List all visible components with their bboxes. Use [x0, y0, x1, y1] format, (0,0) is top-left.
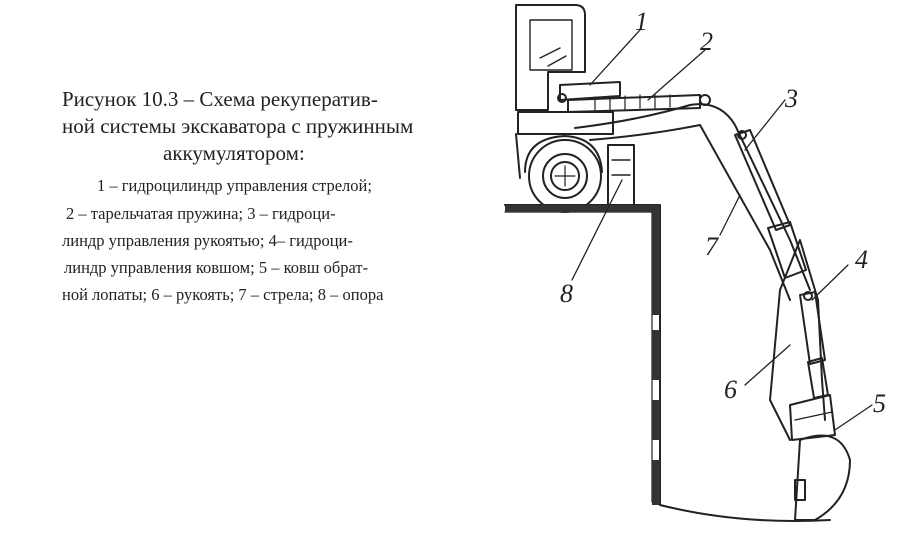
label-8: 8 [560, 279, 573, 308]
label-4: 4 [855, 245, 868, 274]
ground-platform-icon [504, 204, 831, 522]
label-leaders [571, 29, 873, 431]
support-icon [607, 144, 635, 206]
label-1: 1 [635, 7, 648, 36]
caption-legend-line-3: линдр управления рукоятью; 4– гидроци- [62, 231, 353, 250]
wheel-icon [524, 135, 603, 213]
caption-legend-line-4: линдр управления ковшом; 5 – ковш обрат- [64, 258, 369, 277]
label-6: 6 [724, 375, 737, 404]
boom-icon [574, 103, 811, 301]
label-2: 2 [700, 27, 713, 56]
caption-title-line-3: аккумулятором: [163, 141, 305, 165]
caption-title-line-1: Рисунок 10.3 – Схема рекуператив- [62, 87, 378, 111]
bucket-icon [794, 434, 851, 521]
arm-cylinder-icon [734, 129, 807, 279]
caption-legend-line-1: 1 – гидроцилиндр управления стрелой; [97, 176, 372, 195]
label-5: 5 [873, 389, 886, 418]
arm-icon [769, 239, 826, 441]
caption-legend-line-2: 2 – тарельчатая пружина; 3 – гидроци- [66, 204, 336, 223]
label-3: 3 [784, 84, 798, 113]
label-7: 7 [705, 232, 719, 261]
boom-cylinder-icon [557, 81, 711, 113]
caption-title-line-2: ной системы экскаватора с пружинным [62, 114, 414, 138]
figure-caption: Рисунок 10.3 – Схема рекуператив- ной си… [62, 87, 414, 304]
linkage-icon [789, 394, 836, 441]
bucket-cylinder-icon [799, 291, 829, 399]
caption-legend-line-5: ной лопаты; 6 – рукоять; 7 – стрела; 8 –… [62, 285, 384, 304]
